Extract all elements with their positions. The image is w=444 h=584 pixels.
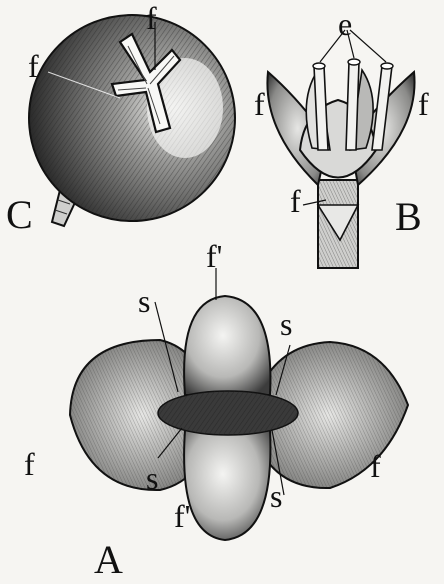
label-a-s-upper-right: s — [280, 308, 292, 340]
label-a-s-lower-right: s — [270, 480, 282, 512]
label-c-f-top: f — [146, 2, 157, 34]
figure-b-flower — [267, 30, 414, 268]
label-b-e: e — [338, 8, 352, 40]
label-c-f-left: f — [28, 50, 39, 82]
label-a-f-prime-bottom: f' — [174, 500, 190, 532]
label-b-f-lower: f — [290, 185, 301, 217]
styles — [313, 59, 393, 150]
label-a-s-upper-left: s — [138, 285, 150, 317]
label-a-f-prime-top: f' — [206, 240, 222, 272]
figure-b-letter: B — [395, 197, 422, 237]
label-b-f-left: f — [254, 88, 265, 120]
label-a-f-right: f — [370, 450, 381, 482]
figure-a-flower — [70, 268, 408, 540]
label-b-f-right: f — [418, 88, 429, 120]
figure-c-letter: C — [6, 195, 33, 235]
figure-c-fruit — [29, 15, 235, 226]
label-a-s-lower-left: s — [146, 462, 158, 494]
figure-a-letter: A — [94, 540, 123, 580]
label-a-f-left: f — [24, 448, 35, 480]
